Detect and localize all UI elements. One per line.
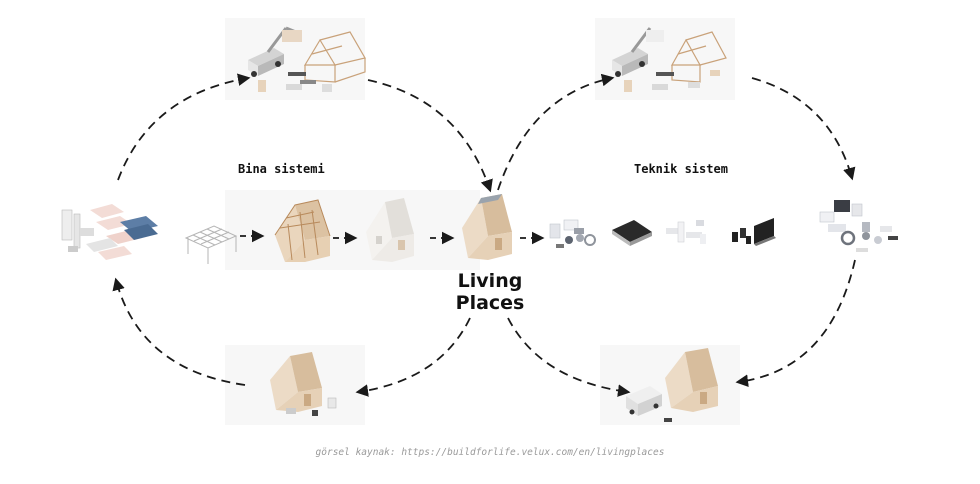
arrow-right-top-to-right	[751, 77, 856, 181]
living-places-title-line2: Places	[455, 292, 525, 314]
frame-grid-icon	[184, 225, 238, 264]
disassembled-house-icon	[270, 352, 337, 416]
ventilation-parts-icon	[666, 220, 706, 244]
construction-machinery-icon	[612, 27, 668, 92]
building-materials-icon	[61, 204, 158, 260]
finished-house-icon	[366, 198, 414, 262]
living-places-title-line1: Living	[457, 270, 523, 292]
arrow-top-to-center	[367, 79, 493, 193]
arrow-bottom-left-to-left	[112, 277, 246, 386]
living-places-house-icon	[462, 194, 512, 260]
construction-machinery-icon	[248, 26, 302, 92]
arrow-center-to-right-top	[497, 73, 615, 191]
framed-house-icon	[274, 199, 331, 262]
technical-components-icon	[549, 219, 596, 248]
delivery-van-house-icon	[626, 348, 718, 422]
arrow-center-to-bottom-left	[355, 317, 471, 397]
timber-frame-icon	[288, 31, 366, 92]
living-places-title: Living Places	[430, 270, 550, 314]
technical-system-label: Teknik sistem	[634, 162, 728, 176]
collected-technical-parts-icon	[819, 200, 898, 252]
building-system-label: Bina sistemi	[238, 162, 325, 176]
arrow-center-to-bottom-right	[507, 317, 631, 397]
timber-frame-icon	[656, 31, 727, 88]
arrow-left-top	[117, 73, 251, 181]
arrow-right-to-bottom-right	[735, 259, 856, 387]
image-source-caption: görsel kaynak: https://buildforlife.velu…	[315, 447, 665, 458]
electronics-icon	[732, 218, 776, 246]
solar-panel-icon	[612, 220, 652, 246]
